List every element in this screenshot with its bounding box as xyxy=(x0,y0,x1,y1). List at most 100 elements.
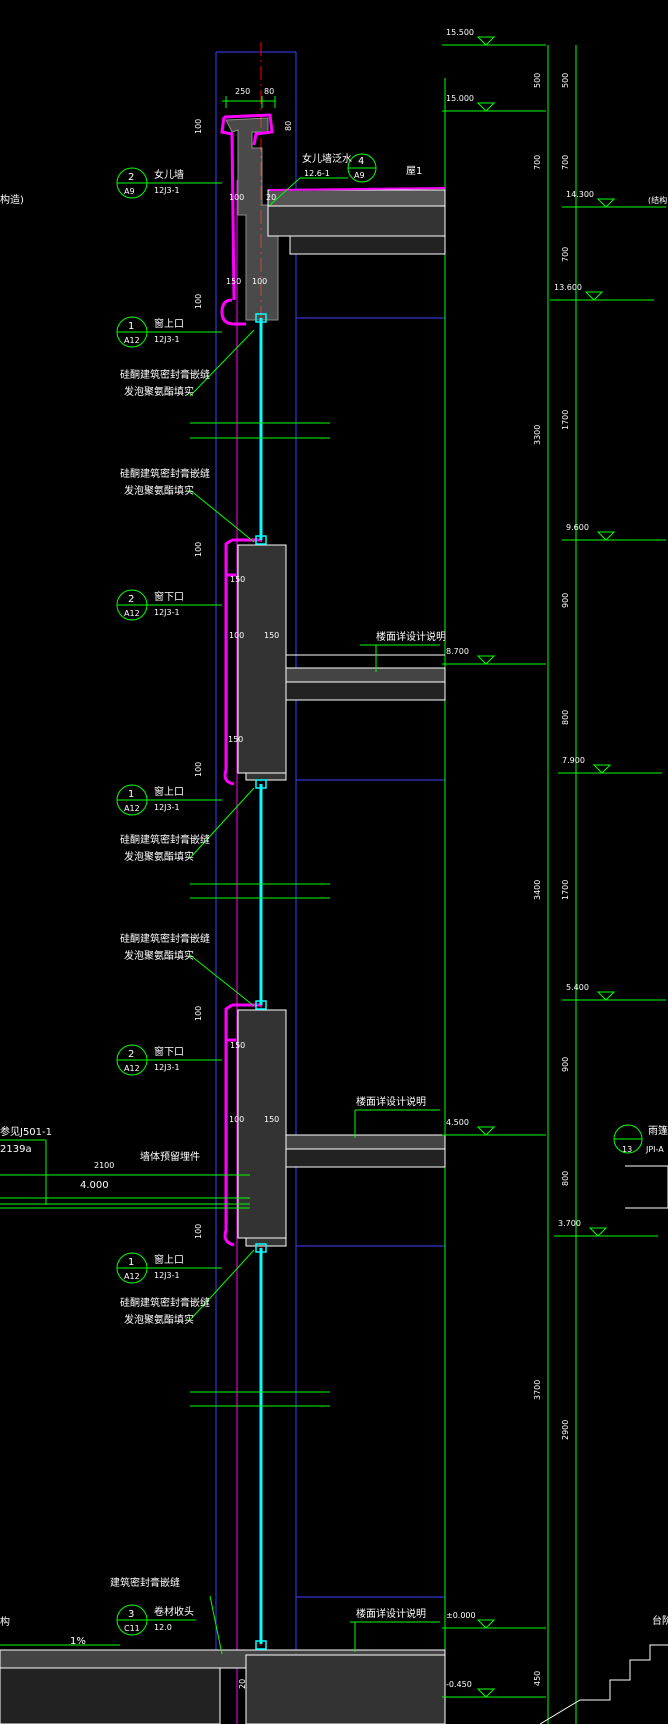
inner-dim-label: 1700 xyxy=(561,410,570,430)
foam-note-4: 发泡聚氨酯填实 xyxy=(124,949,194,962)
top-dim-80: 80 xyxy=(264,87,274,96)
foam-note-5: 发泡聚氨酯填实 xyxy=(124,1313,194,1326)
level-label: -0.450 xyxy=(446,1680,472,1689)
floor-note-2: 楼面详设计说明 xyxy=(356,1095,426,1108)
dim-labels: 5007003300340037004505007007001700900800… xyxy=(533,73,570,1686)
level-mark: 14.300 xyxy=(562,190,666,208)
dim-tap-100-3: 100 xyxy=(194,762,203,777)
canopy-ref: 雨篷 13 JPI-A 台阶 xyxy=(613,1124,668,1627)
level-mark: 3.700 xyxy=(554,1219,658,1237)
bubble-ref: 12.0 xyxy=(154,1623,172,1632)
dim-sill-150-2: 150 xyxy=(228,735,243,744)
level-label: 14.300 xyxy=(566,190,594,199)
bubble-ref: 12J3-1 xyxy=(154,335,180,344)
flashing-note-title: 女儿墙泛水 xyxy=(302,152,352,165)
inner-dim-label: 800 xyxy=(561,1171,570,1186)
bubble-ref: 12J3-1 xyxy=(154,1271,180,1280)
dim-lintel-150: 150 xyxy=(264,631,279,640)
inner-dim-label: 1700 xyxy=(561,880,570,900)
bubble-number: 1 xyxy=(128,789,134,800)
level-mark: 5.400 xyxy=(562,983,666,1001)
level-mark: 8.700 xyxy=(442,647,546,665)
foam-note-3: 发泡聚氨酯填实 xyxy=(124,850,194,863)
bubble-sheet: C11 xyxy=(124,1624,140,1633)
dim-lintel-150-2: 150 xyxy=(230,575,245,584)
outer-dim-label: 3400 xyxy=(533,880,542,900)
level-4000: 4.000 xyxy=(80,1180,109,1191)
bubble-sheet: A12 xyxy=(124,609,140,618)
level-mark: 9.600 xyxy=(562,523,666,541)
dim-parapet-80: 80 xyxy=(284,121,293,131)
floor-note-1: 楼面详设计说明 xyxy=(376,630,446,643)
bubble-sheet: A12 xyxy=(124,1272,140,1281)
bubble-number: 2 xyxy=(128,594,134,605)
bubble-title: 卷材收头 xyxy=(154,1605,194,1618)
dim-tap-100-5: 100 xyxy=(194,1224,203,1239)
dim-parapet-100: 100 xyxy=(194,119,203,134)
top-dimension-lines xyxy=(222,96,276,108)
bubble-ref: 12J3-1 xyxy=(154,186,180,195)
inner-dim-label: 2900 xyxy=(561,1420,570,1440)
dim-sill-150-3: 150 xyxy=(230,1041,245,1050)
level-label: 8.700 xyxy=(446,647,469,656)
level-label: 4.500 xyxy=(446,1118,469,1127)
level-label: 9.600 xyxy=(566,523,589,532)
bubble-title: 窗下口 xyxy=(154,590,184,603)
left-bottom-label: 构 xyxy=(0,1615,10,1628)
bubble-ref: 12J3-1 xyxy=(154,1063,180,1072)
dim-tap-100-4: 100 xyxy=(194,1006,203,1021)
bubble-number: 2 xyxy=(128,172,134,183)
bubble-sheet: A9 xyxy=(124,187,135,196)
level-suffix: (结构 xyxy=(648,195,667,205)
slope-label: 1% xyxy=(70,1636,86,1647)
sealant-note-1: 硅酮建筑密封膏嵌缝 xyxy=(120,368,210,381)
left-top-label: 构造) xyxy=(0,193,24,206)
outer-dim-label: 3700 xyxy=(533,1380,542,1400)
dimension-chains xyxy=(547,45,577,1724)
inner-dim-label: 700 xyxy=(561,247,570,262)
bubble-title: 窗上口 xyxy=(154,317,184,330)
level-label: 15.500 xyxy=(446,28,474,37)
bubble-title: 女儿墙 xyxy=(154,168,184,181)
bubble-sheet: A12 xyxy=(124,336,140,345)
canopy-sheet: JPI-A xyxy=(645,1145,664,1154)
bubble-ref: 12J3-1 xyxy=(154,608,180,617)
level-label: 7.900 xyxy=(562,756,585,765)
flashing-note-num: 4 xyxy=(358,156,364,167)
level-mark: 15.500 xyxy=(442,28,546,46)
outer-dim-label: 500 xyxy=(533,73,542,88)
break-lines xyxy=(0,422,330,1407)
sealant-note-3: 硅酮建筑密封膏嵌缝 xyxy=(120,833,210,846)
bubble-sheet: A12 xyxy=(124,1064,140,1073)
level-mark: -0.450 xyxy=(442,1680,546,1698)
dim-lintel-100: 100 xyxy=(229,631,244,640)
canopy-num: 13 xyxy=(622,1145,632,1154)
parapet-flashing-note: 4 A9 女儿墙泛水 12.6-1 屋1 xyxy=(269,152,422,206)
dim-base-20: 20 xyxy=(238,1679,247,1689)
right-bottom-label: 台阶 xyxy=(652,1614,668,1627)
dim-sill-150: 150 xyxy=(226,277,241,286)
ground-slab xyxy=(0,1649,446,1724)
bubble-title: 窗上口 xyxy=(154,1253,184,1266)
level-label: 5.400 xyxy=(566,983,589,992)
dim-inner-150: 150 xyxy=(264,1115,279,1124)
bubble-number: 1 xyxy=(128,321,134,332)
floor-note-3: 楼面详设计说明 xyxy=(356,1607,426,1620)
inner-dim-label: 900 xyxy=(561,1057,570,1072)
dim-sill-100: 100 xyxy=(252,277,267,286)
dim-parapet-top-100: 100 xyxy=(229,193,244,202)
bubble-number: 3 xyxy=(128,1609,134,1620)
inner-dim-label: 500 xyxy=(561,73,570,88)
sealant-note-2: 硅酮建筑密封膏嵌缝 xyxy=(120,467,210,480)
bubble-number: 1 xyxy=(128,1257,134,1268)
guide-lines xyxy=(215,51,445,1724)
flashing-note-ref: 12.6-1 xyxy=(304,169,330,178)
top-dim-250: 250 xyxy=(235,87,250,96)
flashing-note-sheet: A9 xyxy=(354,171,365,180)
roof-tag: 屋1 xyxy=(406,165,422,177)
stair-steps xyxy=(539,1644,668,1724)
level-mark: 7.900 xyxy=(558,756,662,774)
small-dim-labels: 100 80 100 20 150 100 100 150 100 150 20… xyxy=(194,119,293,1689)
sealant-note-5: 硅酮建筑密封膏嵌缝 xyxy=(120,1296,210,1309)
